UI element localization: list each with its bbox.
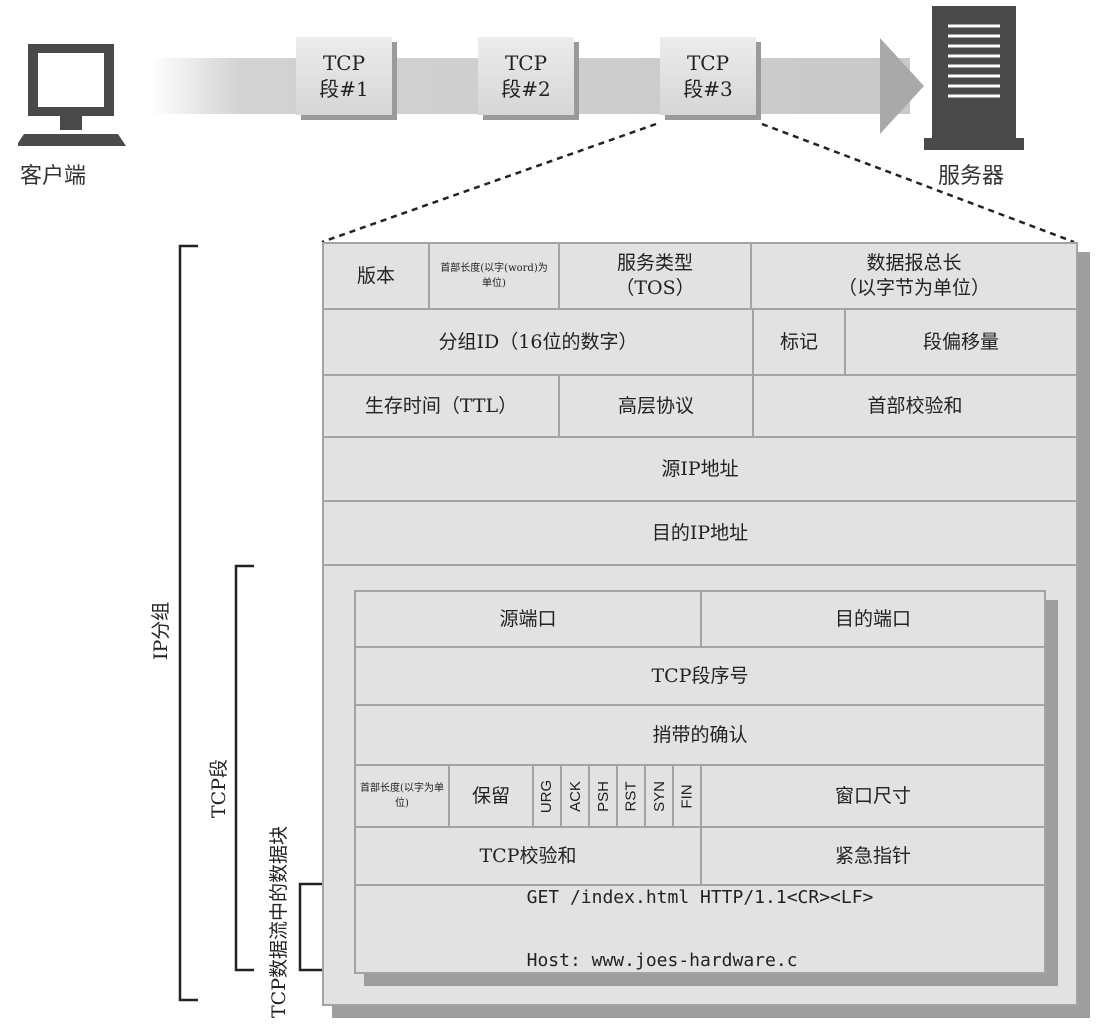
ip-header-checksum: 首部校验和 [754,376,1076,438]
tcp-flag-rst-label: RST [622,781,640,811]
tcp-checksum: TCP校验和 [356,828,702,886]
tcp-flag-syn-label: SYN [650,780,668,812]
tcp-segment-1: TCP 段#1 [296,37,392,115]
ip-version: 版本 [324,244,430,310]
tcp-urgent-pointer: 紧急指针 [702,828,1044,886]
ip-total-length: 数据报总长 （以字节为单位） [752,244,1076,310]
segment-3-line2: 段#3 [683,77,733,101]
tcp-segment-3: TCP 段#3 [660,37,756,115]
computer-icon [18,44,126,146]
ip-packet-bracket-label: IP分组 [150,601,172,660]
tcp-flag-ack-label: ACK [566,780,584,812]
tcp-payload: GET /index.html HTTP/1.1<CR><LF> Host: w… [356,886,1044,972]
ip-dest-address: 目的IP地址 [324,502,1076,566]
tcp-flag-fin: FIN [674,766,702,828]
stream-arrowhead [880,38,924,134]
segment-1-line1: TCP [322,51,366,75]
tcp-flag-ack: ACK [562,766,590,828]
ip-fragment-offset: 段偏移量 [846,310,1076,376]
ip-service-type: 服务类型 （TOS） [560,244,752,310]
payload-line-2: Host: www.joes-hardware.c [526,950,798,971]
ip-protocol: 高层协议 [560,376,754,438]
tcp-flag-syn: SYN [646,766,674,828]
tcp-flag-psh: PSH [590,766,618,828]
tcp-flag-urg: URG [534,766,562,828]
tcp-dest-port: 目的端口 [702,592,1044,648]
zoom-lines [321,122,1075,244]
tcp-ack-number: 捎带的确认 [356,706,1044,766]
tcp-reserved: 保留 [450,766,534,828]
ip-total-length-line1: 数据报总长 [866,252,962,274]
tcp-window-size: 窗口尺寸 [702,766,1044,828]
payload-line-1: GET /index.html HTTP/1.1<CR><LF> [526,887,874,908]
server-label: 服务器 [938,164,1005,189]
tcp-flag-urg-label: URG [538,779,556,813]
ip-packet-id: 分组ID（16位的数字） [324,310,754,376]
ip-source-address: 源IP地址 [324,438,1076,502]
ip-tos-line1: 服务类型 [616,252,693,274]
segment-3-line1: TCP [686,51,730,75]
tcp-flag-psh-label: PSH [594,780,612,812]
tcp-flag-rst: RST [618,766,646,828]
tcp-segment-2: TCP 段#2 [478,37,574,115]
tcp-source-port: 源端口 [356,592,702,648]
segment-2-line2: 段#2 [501,77,551,101]
ip-tos-line2: （TOS） [615,277,695,299]
ip-header-length: 首部长度(以字(word)为单位) [430,244,560,310]
tcp-flag-fin-label: FIN [678,783,696,809]
ip-flags: 标记 [754,310,846,376]
server-icon [924,6,1024,150]
brackets [178,244,322,1002]
segment-2-line1: TCP [504,51,548,75]
tcp-data-bracket-label: TCP数据流中的数据块 [268,826,290,1018]
ip-ttl: 生存时间（TTL） [324,376,560,438]
ip-total-length-line2: （以字节为单位） [837,277,990,299]
segment-1-line2: 段#1 [319,77,369,101]
tcp-sequence-number: TCP段序号 [356,648,1044,706]
tcp-header-length: 首部长度(以字为单位) [356,766,450,828]
tcp-segment-bracket-label: TCP段 [208,759,230,818]
client-label: 客户端 [20,164,87,189]
